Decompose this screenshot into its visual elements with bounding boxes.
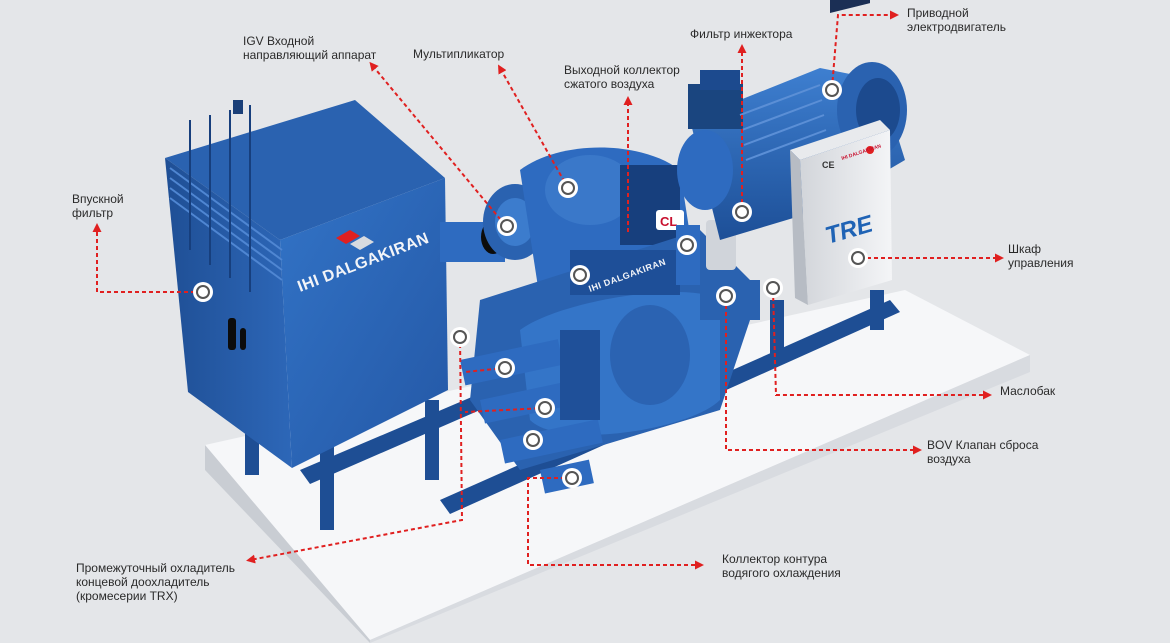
line-oiltank — [772, 289, 992, 400]
callout-lines — [92, 10, 1004, 570]
label-intercooler: Промежуточный охладитель концевой доохла… — [76, 561, 236, 603]
label-igv: IGV Входной направляющий аппарат — [243, 34, 377, 62]
hotspot-cooler-3 — [535, 398, 555, 418]
line-water — [527, 477, 704, 570]
hotspot-inlet — [193, 282, 213, 302]
hotspot-mult — [558, 178, 578, 198]
hotspot-bov — [716, 286, 736, 306]
label-multiplier: Мультипликатор — [413, 47, 505, 61]
hotspot-water-2 — [562, 468, 582, 488]
hotspot-motor — [822, 80, 842, 100]
side-mark-text: CL — [660, 214, 677, 229]
hotspot-oiltank — [763, 278, 783, 298]
hotspot-cooler-2 — [495, 358, 515, 378]
line-bov — [725, 298, 922, 455]
label-motor: Приводной электродвигатель — [907, 6, 1006, 34]
label-inlet-filter: Впускной фильтр — [72, 192, 124, 220]
hotspot-cooler — [450, 327, 470, 347]
label-injector-filter: Фильтр инжектора — [690, 27, 793, 41]
line-cooler-branch-2 — [464, 407, 546, 413]
line-inlet — [92, 223, 202, 293]
ce-mark: CE — [822, 160, 835, 170]
line-mult — [498, 64, 569, 189]
inlet-filter-housing — [165, 100, 448, 468]
hotspot-water — [523, 430, 543, 450]
label-control-cabinet: Шкаф управления — [1008, 242, 1074, 270]
line-motor — [831, 10, 899, 89]
hotspot-outcol — [570, 265, 590, 285]
hotspot-valve — [677, 235, 697, 255]
hotspot-igv — [497, 216, 517, 236]
base-slab — [205, 290, 1030, 643]
hotspot-injfilt — [732, 202, 752, 222]
label-oil-tank: Маслобак — [1000, 384, 1056, 398]
line-cooler — [246, 336, 464, 564]
label-water-collector: Коллектор контура водягого охлаждения — [722, 552, 841, 580]
label-outlet-collector: Выходной коллектор сжатого воздуха — [564, 63, 680, 91]
hotspots — [193, 80, 868, 488]
control-cabinet: CE IHI DALGAKIRAN TRE — [790, 0, 892, 305]
label-bov: BOV Клапан сброса воздуха — [927, 438, 1039, 466]
hotspot-cabinet — [848, 248, 868, 268]
